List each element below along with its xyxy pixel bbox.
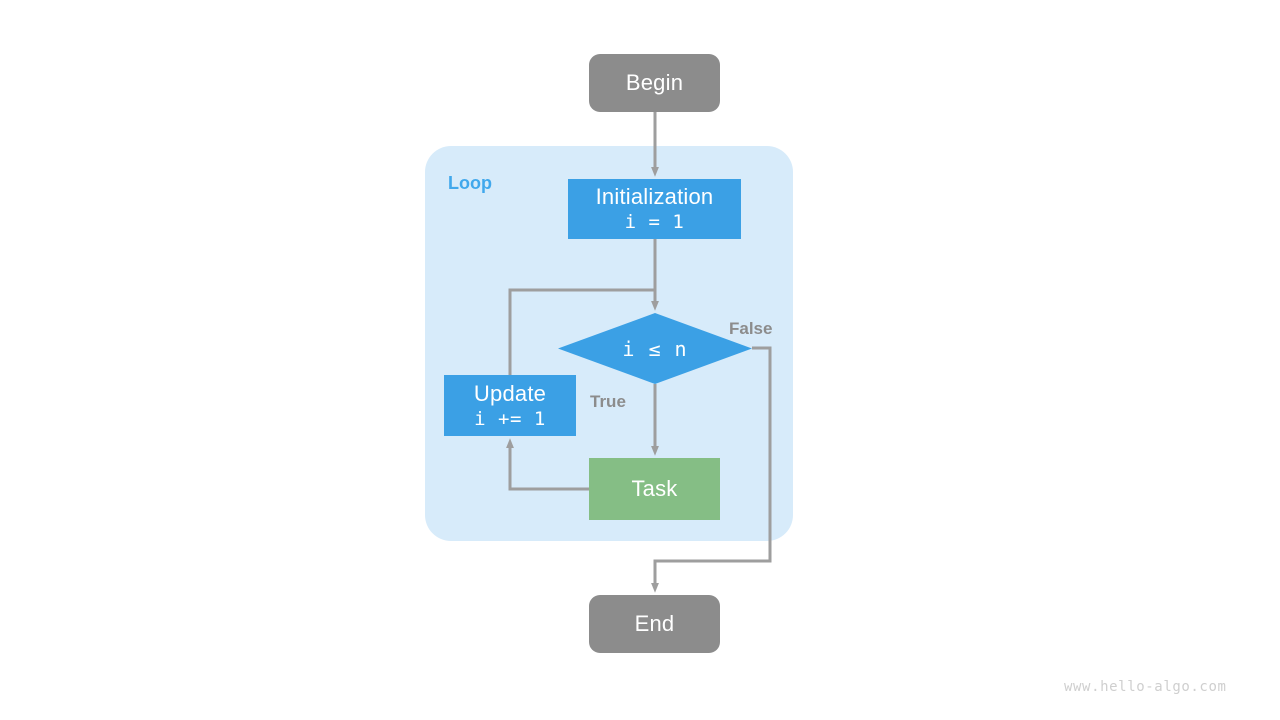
edge-task-to-update <box>506 438 589 491</box>
loop-group-label: Loop <box>448 173 492 193</box>
edge-label-false: False <box>729 319 773 338</box>
edge-label-true: True <box>590 392 626 411</box>
node-task[interactable]: Task <box>589 458 720 520</box>
edge-condition-false-to-end <box>651 346 772 593</box>
edge-update-to-condition <box>508 288 655 375</box>
node-initialization-expression: i = 1 <box>624 211 685 234</box>
node-update-expression: i += 1 <box>474 407 546 430</box>
node-end-label: End <box>634 611 675 637</box>
node-begin-label: Begin <box>625 70 684 96</box>
node-end[interactable]: End <box>589 595 720 653</box>
watermark: www.hello-algo.com <box>1064 679 1227 695</box>
node-initialization-label: Initialization <box>595 184 714 210</box>
node-begin[interactable]: Begin <box>589 54 720 112</box>
node-initialization[interactable]: Initialization i = 1 <box>568 179 741 239</box>
node-condition-diamond <box>558 313 752 384</box>
node-update-label: Update <box>473 380 547 406</box>
node-update[interactable]: Update i += 1 <box>444 375 576 436</box>
node-task-label: Task <box>631 476 678 502</box>
